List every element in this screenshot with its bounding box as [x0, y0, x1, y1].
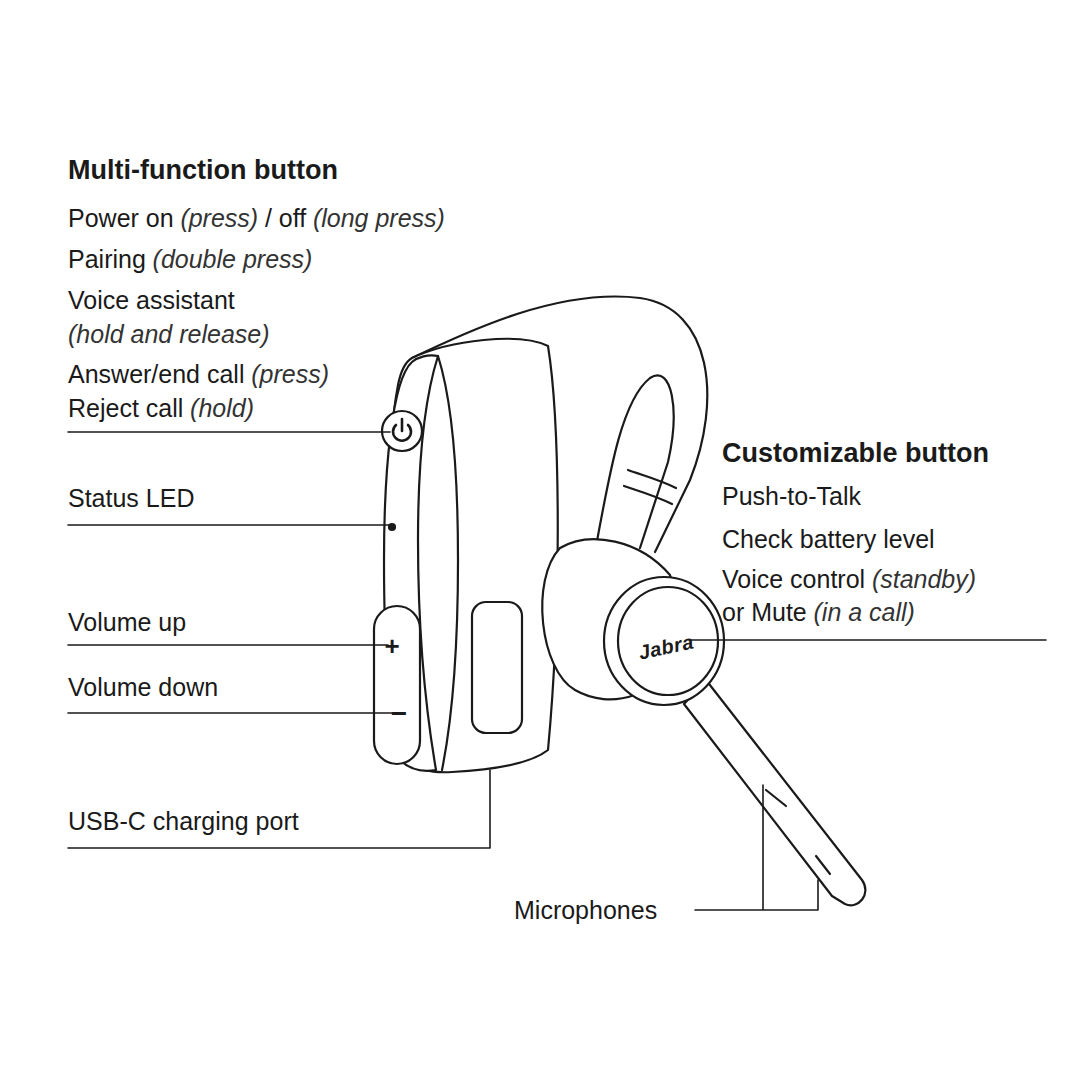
part-label: (hold): [190, 396, 254, 421]
microphone-boom: [684, 680, 865, 905]
label-line: Microphones: [514, 898, 657, 923]
part-label: (press): [251, 362, 329, 387]
leader-line: [690, 639, 1046, 641]
label-line: Multi-function button: [68, 157, 338, 184]
part-label: Microphones: [514, 898, 657, 923]
label-line: Push-to-Talk: [722, 484, 861, 509]
part-label: Check battery level: [722, 527, 935, 552]
label-line: Answer/end call (press): [68, 362, 329, 387]
leader-line: [68, 431, 390, 433]
part-label: (double press): [153, 247, 313, 272]
label-line: Voice control (standby): [722, 567, 976, 592]
section-heading: Customizable button: [722, 440, 989, 467]
leader-line: [695, 785, 818, 910]
label-line: Status LED: [68, 486, 194, 511]
customizable-button: [618, 587, 718, 695]
label-line: USB-C charging port: [68, 809, 299, 834]
body-edge: [438, 356, 458, 770]
part-label: Pairing: [68, 247, 146, 272]
label-line: Check battery level: [722, 527, 935, 552]
multi-function-button: [382, 411, 422, 451]
part-label: Status LED: [68, 486, 194, 511]
leader-line: [68, 712, 396, 714]
hook-ring: [624, 470, 676, 504]
label-line: Volume down: [68, 675, 218, 700]
part-label: Voice assistant: [68, 288, 235, 313]
customizable-button-outer: [604, 577, 724, 705]
label-line: Customizable button: [722, 440, 989, 467]
part-label: (press): [180, 206, 258, 231]
label-line: Pairing (double press): [68, 247, 312, 272]
part-label: Answer/end call: [68, 362, 244, 387]
label-line: Reject call (hold): [68, 396, 254, 421]
part-label: Push-to-Talk: [722, 484, 861, 509]
part-label: Volume down: [68, 675, 218, 700]
part-label: (in a call): [814, 600, 915, 625]
part-label: (hold and release): [68, 322, 270, 347]
leader-line: [68, 644, 388, 646]
part-label: or Mute: [722, 600, 807, 625]
label-line: or Mute (in a call): [722, 600, 915, 625]
boom-mic-slot: [766, 790, 830, 874]
body-slot: [472, 602, 522, 733]
leader-line: [68, 770, 490, 848]
part-label: (long press): [313, 206, 445, 231]
part-label: (standby): [872, 567, 976, 592]
power-icon: [393, 419, 411, 441]
button-symbol: +: [384, 633, 399, 659]
button-symbol: −: [391, 700, 407, 728]
label-line: Power on(press) / off (long press): [68, 206, 445, 231]
label-line: Voice assistant: [68, 288, 235, 313]
part-label: Voice control: [722, 567, 865, 592]
label-line: (hold and release): [68, 322, 270, 347]
section-heading: Multi-function button: [68, 157, 338, 184]
label-line: +: [384, 633, 399, 659]
part-label: / off: [265, 206, 306, 231]
label-line: −: [391, 700, 407, 728]
label-line: Volume up: [68, 610, 186, 635]
volume-rocker: [374, 606, 420, 764]
ear-hook-inner: [595, 375, 674, 552]
part-label: Volume up: [68, 610, 186, 635]
part-label: USB-C charging port: [68, 809, 299, 834]
part-label: Reject call: [68, 396, 183, 421]
leader-line: [68, 524, 390, 526]
part-label: Power on: [68, 206, 174, 231]
